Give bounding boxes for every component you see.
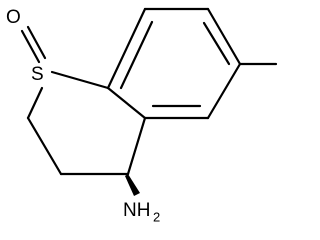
bond-c7-c6	[206, 7, 242, 66]
stereo-wedge-bond	[125, 174, 140, 196]
bond-c6-c5	[206, 62, 242, 120]
sulfur-label: S	[31, 64, 44, 85]
molecule-structure: O S NH 2	[6, 7, 278, 224]
bond-c4a-c8a	[106, 86, 147, 120]
bond-c4-c4a	[126, 116, 147, 176]
amine-subscript: 2	[153, 209, 160, 224]
bond-c7-c6-inner	[202, 21, 231, 66]
bond-s-c8a	[50, 70, 110, 90]
oxygen-label: O	[6, 7, 21, 28]
amine-label: NH	[123, 200, 150, 221]
molecule-canvas: O S NH 2	[6, 7, 278, 225]
bond-s-o-a	[26, 25, 47, 60]
bond-c2-c3	[26, 116, 63, 176]
bond-c8a-c8-inner	[119, 20, 154, 90]
bond-s-o-b	[20, 29, 41, 64]
bond-s-c2	[26, 86, 44, 120]
bond-c8a-c8	[106, 7, 147, 90]
